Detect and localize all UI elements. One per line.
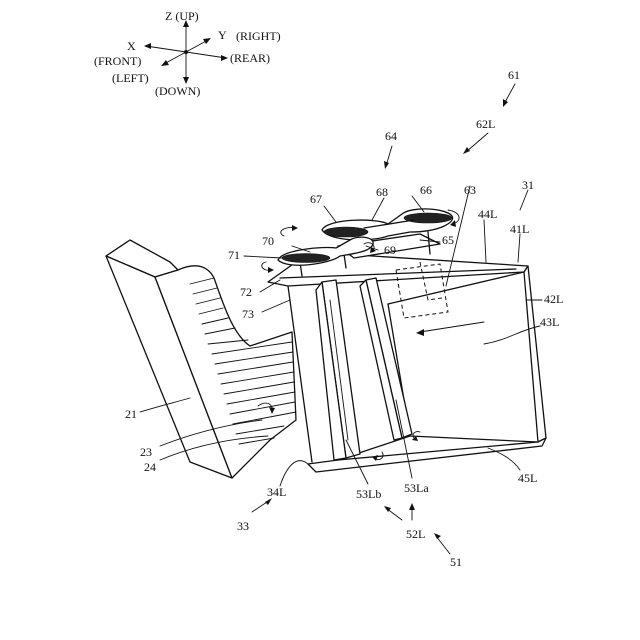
axis-down-arrow [183,77,189,84]
ref-62L: 62L [476,117,495,131]
ref-72: 72 [240,285,252,299]
ref-71: 71 [228,248,240,262]
ref-33: 33 [237,519,249,533]
ref-21: 21 [125,407,137,421]
front-wall-21 [106,240,296,478]
ref-63: 63 [464,183,476,197]
ref-53Lb: 53Lb [356,487,381,501]
pivot-67 [324,227,368,237]
axis-y-arrow [203,38,211,44]
ref-66: 66 [420,183,432,197]
vane-53Lb [316,280,360,460]
ref-53La: 53La [404,481,429,495]
axis-left-arrow [161,60,169,66]
vane-53La [360,278,412,440]
ref-73: 73 [242,307,254,321]
axis-indicator: Z (UP) X Y (RIGHT) (FRONT) (REAR) (LEFT)… [94,9,281,98]
ref-45L: 45L [518,471,537,485]
axis-rear-label: (REAR) [230,51,270,65]
axis-x-label: X [127,39,136,53]
ref-31: 31 [522,178,534,192]
axis-x-arrow [144,43,151,49]
ref-41L: 41L [510,222,529,236]
ref-52L: 52L [406,527,425,541]
axis-down-label: (DOWN) [155,84,200,98]
ref-34L: 34L [267,485,286,499]
ref-42L: 42L [544,292,563,306]
ref-70: 70 [262,234,274,248]
airflow-arrow-42L [420,322,484,332]
ref-64: 64 [385,129,397,143]
ref-67: 67 [310,192,322,206]
pivot-66 [404,213,452,223]
axis-y-label: Y [218,28,227,42]
axis-rear-arrow [221,55,228,61]
ref-51: 51 [450,555,462,569]
axis-right-label: (RIGHT) [236,29,281,43]
ref-65: 65 [442,233,454,247]
ref-23: 23 [140,445,152,459]
axis-x-line [146,46,186,52]
axis-left-label: (LEFT) [112,71,149,85]
axis-rear-line [186,52,226,58]
pivot-70 [282,254,330,263]
axis-z-label: Z (UP) [165,9,199,23]
ref-68: 68 [376,185,388,199]
axis-front-label: (FRONT) [94,54,141,68]
ref-24: 24 [144,460,156,474]
ref-44L: 44L [478,207,497,221]
axis-origin [184,50,188,54]
ref-69: 69 [384,243,396,257]
ref-43L: 43L [540,315,559,329]
duct-body-41L [268,252,546,472]
ref-61: 61 [508,68,520,82]
